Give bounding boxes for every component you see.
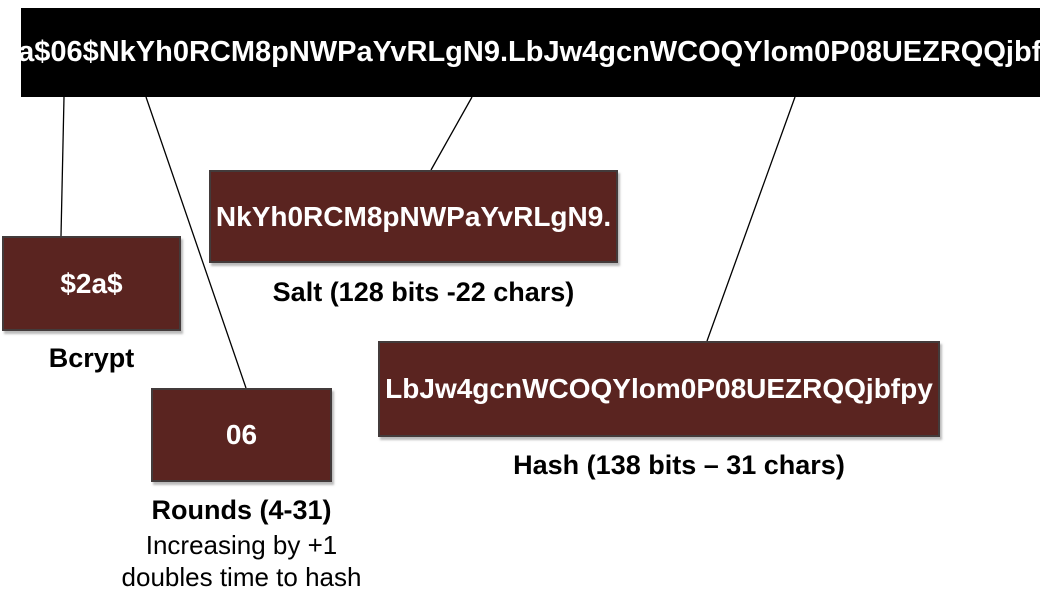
bcrypt-prefix-value: $2a$: [60, 267, 123, 299]
hash-label: Hash (138 bits – 31 chars): [513, 450, 845, 480]
rounds-value: 06: [225, 419, 258, 450]
connector-banner-to-hash-box: [706, 96, 796, 342]
connector-banner-to-bcrypt-box: [60, 96, 65, 237]
rounds-note-line2: doubles time to hash: [121, 562, 362, 592]
salt-box: NkYh0RCM8pNWPaYvRLgN9.: [209, 170, 618, 263]
salt-value: NkYh0RCM8pNWPaYvRLgN9.: [215, 200, 612, 232]
bcrypt-prefix-box: $2a$: [2, 236, 181, 331]
salt-label: Salt (128 bits -22 chars): [272, 277, 575, 307]
connector-banner-to-rounds-box: [145, 96, 247, 389]
rounds-note-line1: Increasing by +1: [145, 530, 338, 560]
rounds-box: 06: [151, 388, 332, 482]
hash-value: LbJw4gcnWCOQYlom0P08UEZRQQjbfpy: [385, 373, 933, 404]
hash-box: LbJw4gcnWCOQYlom0P08UEZRQQjbfpy: [378, 341, 940, 437]
rounds-label: Rounds (4-31): [151, 495, 332, 525]
bcrypt-label: Bcrypt: [48, 343, 135, 373]
full-hash-banner: $2a$06$NkYh0RCM8pNWPaYvRLgN9.LbJw4gcnWCO…: [0, 8, 1045, 97]
full-hash-text: $2a$06$NkYh0RCM8pNWPaYvRLgN9.LbJw4gcnWCO…: [0, 36, 1045, 68]
connector-banner-to-salt-box: [430, 96, 473, 171]
